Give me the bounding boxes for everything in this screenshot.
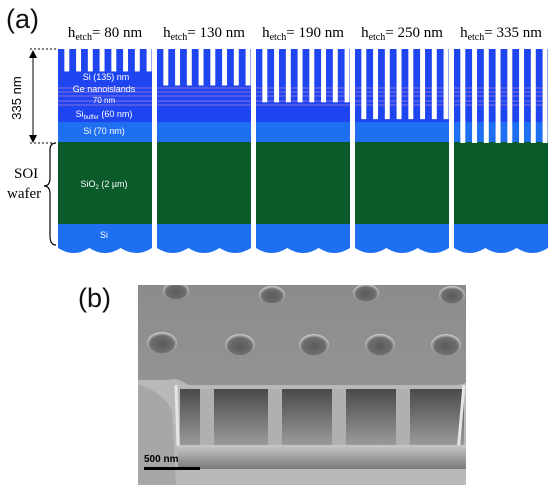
thickness-label: 335 nm xyxy=(9,76,24,119)
sem-holes-row-2 xyxy=(147,332,461,356)
layer-si-70nm xyxy=(355,122,449,142)
layer-sio2 xyxy=(355,142,449,224)
column-header-1: hetch= 80 nm xyxy=(68,25,143,43)
etched-hole xyxy=(483,49,489,143)
layer-si-70nm xyxy=(58,122,152,142)
layer-sio2 xyxy=(157,142,251,224)
etched-hole xyxy=(297,49,303,103)
layer-label-sio2: SiO2 (2 µm) xyxy=(80,179,127,191)
etched-hole xyxy=(99,49,105,72)
etched-hole xyxy=(123,49,129,72)
etched-hole xyxy=(472,49,478,143)
etched-hole xyxy=(64,49,70,72)
etched-hole xyxy=(408,49,414,120)
scale-bar-label: 500 nm xyxy=(144,454,179,465)
layer-si-substrate xyxy=(256,224,350,253)
etched-hole xyxy=(507,49,513,143)
panel-label-a: (a) xyxy=(6,4,39,34)
layer-si-substrate xyxy=(58,224,152,253)
etched-hole xyxy=(542,49,548,143)
soi-label: SOI xyxy=(14,166,38,182)
etched-hole xyxy=(274,49,280,103)
sem-cross-section-pillars xyxy=(200,389,410,445)
etched-hole xyxy=(530,49,536,143)
sem-holes-row-1 xyxy=(163,285,465,304)
layer-si-substrate xyxy=(355,224,449,253)
etched-hole xyxy=(321,49,327,103)
etched-hole xyxy=(175,49,181,86)
panel-label-b: (b) xyxy=(78,283,111,313)
etched-hole xyxy=(111,49,117,72)
layer-label-si-substrate: Si xyxy=(100,230,108,240)
sem-image: 500 nm xyxy=(138,285,466,485)
etched-hole xyxy=(134,49,140,72)
layer-label-si-top: Si (135) nm xyxy=(83,72,130,82)
etched-hole xyxy=(420,49,426,120)
soi-wafer-brace xyxy=(43,142,57,246)
etched-hole xyxy=(344,49,350,103)
wafer-label: wafer xyxy=(7,186,41,202)
layer-sio2 xyxy=(58,142,152,224)
layer-sio2 xyxy=(256,142,350,224)
etched-hole xyxy=(146,49,152,72)
etched-hole xyxy=(233,49,239,86)
layer-si-70nm xyxy=(256,122,350,142)
etched-hole xyxy=(222,49,228,86)
thickness-bracket xyxy=(29,48,58,144)
etched-hole xyxy=(198,49,204,86)
etched-hole xyxy=(285,49,291,103)
layer-label-ge-nanoislands: Ge nanoislands xyxy=(73,84,136,94)
etched-hole xyxy=(384,49,390,120)
layer-label-ge-gap: 70 nm xyxy=(93,96,116,105)
cross-section-schematic: hetch= 80 nm hetch= 130 nm hetch= 190 nm he… xyxy=(7,25,548,253)
etched-hole xyxy=(210,49,216,86)
etched-hole xyxy=(431,49,437,120)
etched-hole xyxy=(443,49,449,120)
layer-si-70nm xyxy=(157,122,251,142)
etched-hole xyxy=(495,49,501,143)
etched-hole xyxy=(76,49,82,72)
layer-si-substrate xyxy=(454,224,548,253)
etched-hole xyxy=(262,49,268,103)
etch-column-2 xyxy=(157,49,251,253)
etched-hole xyxy=(163,49,169,86)
layer-si-70nm xyxy=(454,122,548,142)
etched-hole xyxy=(373,49,379,120)
column-header-4: hetch= 250 nm xyxy=(361,25,443,43)
etch-column-1 xyxy=(58,49,152,253)
etch-columns xyxy=(58,49,548,253)
etch-column-5 xyxy=(454,49,548,253)
etched-hole xyxy=(332,49,338,103)
column-header-5: hetch= 335 nm xyxy=(460,25,542,43)
etched-hole xyxy=(186,49,192,86)
column-headers: hetch= 80 nm hetch= 130 nm hetch= 190 nm he… xyxy=(68,25,542,43)
column-header-3: hetch= 190 nm xyxy=(262,25,344,43)
etched-hole xyxy=(361,49,367,120)
layer-label-si-buffer: Sibuffer (60 nm) xyxy=(76,109,133,121)
etched-hole xyxy=(87,49,93,72)
etch-column-4 xyxy=(355,49,449,253)
layer-sio2 xyxy=(454,142,548,224)
scale-bar xyxy=(144,467,200,470)
layer-label-si-70: Si (70 nm) xyxy=(83,126,125,136)
etched-hole xyxy=(460,49,466,143)
etched-hole xyxy=(396,49,402,120)
column-header-2: hetch= 130 nm xyxy=(163,25,245,43)
etched-hole xyxy=(519,49,525,143)
etch-column-3 xyxy=(256,49,350,253)
etched-hole xyxy=(245,49,251,86)
layer-si-substrate xyxy=(157,224,251,253)
etched-hole xyxy=(309,49,315,103)
